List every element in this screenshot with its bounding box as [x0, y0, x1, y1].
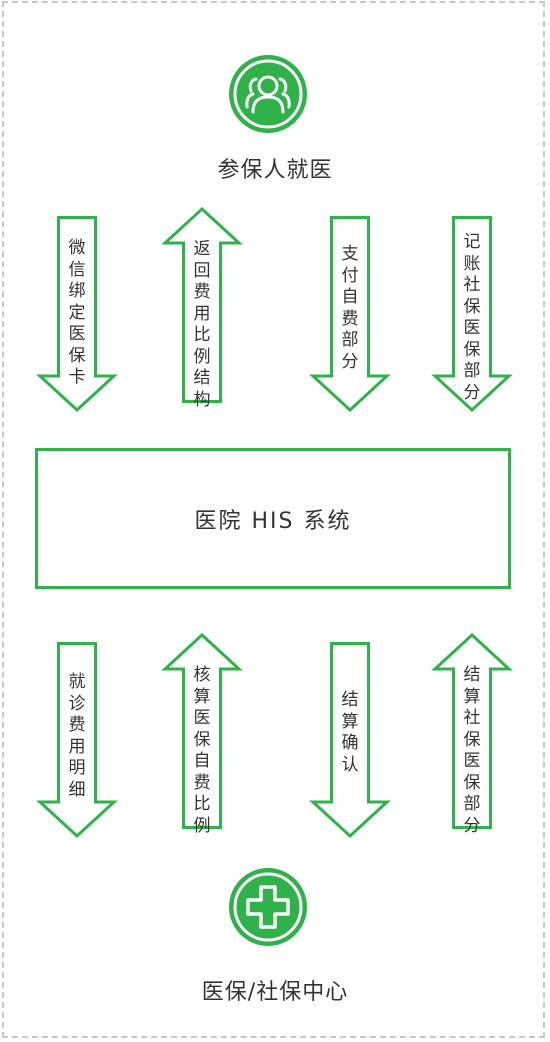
arrow-label: 返回费用比例结构	[193, 239, 211, 410]
hospital-his-system-box: 医院 HIS 系统	[35, 448, 511, 589]
arrow-label: 结算确认	[341, 690, 359, 775]
arrow-label: 支付自费部分	[341, 244, 359, 372]
his-system-label: 医院 HIS 系统	[194, 508, 352, 534]
arrow-down-bind-card: 微信绑定医保卡	[36, 216, 118, 413]
users-icon	[229, 55, 307, 133]
arrow-label: 就诊费用明细	[68, 672, 86, 800]
bottom-node-label: 医保/社保中心	[201, 980, 349, 1005]
arrow-label: 核算医保自费比例	[193, 665, 211, 836]
arrow-label: 记账社保医保部分	[463, 232, 481, 403]
top-node-label: 参保人就医	[217, 158, 333, 183]
arrow-down-record-insurance: 记账社保医保部分	[431, 216, 513, 413]
medical-cross-icon	[229, 868, 307, 946]
arrow-up-return-ratio: 返回费用比例结构	[161, 206, 243, 410]
arrow-up-calc-ratio: 核算医保自费比例	[161, 632, 243, 836]
arrow-down-pay-self: 支付自费部分	[309, 216, 391, 413]
arrow-down-confirm-settlement: 结算确认	[309, 642, 391, 839]
arrow-up-settle-insurance: 结算社保医保部分	[431, 632, 513, 836]
arrow-down-visit-details: 就诊费用明细	[36, 642, 118, 839]
arrow-label: 结算社保医保部分	[463, 665, 481, 836]
arrow-label: 微信绑定医保卡	[68, 238, 86, 387]
